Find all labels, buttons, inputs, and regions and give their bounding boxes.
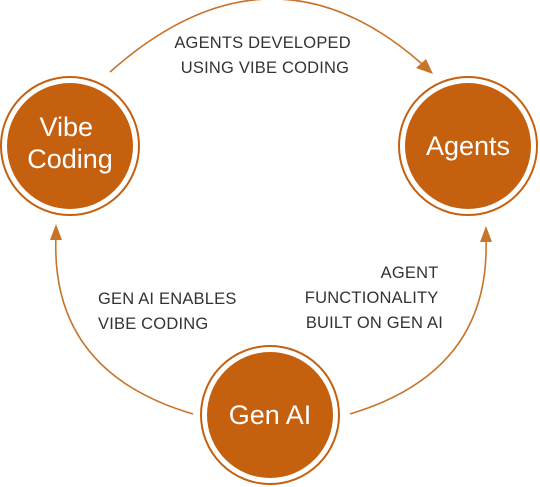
edge-label-genai-to-vibe: GEN AI ENABLES VIBE CODING [98, 290, 241, 333]
node-gen-ai-label: Gen AI [229, 400, 312, 430]
node-agents: Agents [398, 76, 538, 216]
arrow-genai-to-agents [349, 226, 492, 415]
node-vibe-coding: Vibe Coding [0, 76, 140, 216]
arrow-vibe-to-agents-line [109, 0, 423, 73]
arrow-vibe-to-agents-head [416, 59, 433, 74]
arrow-genai-to-vibe-line [55, 235, 194, 415]
arrow-genai-to-agents-head [480, 226, 492, 242]
arrow-vibe-to-agents [109, 0, 433, 74]
node-vibe-coding-label: Vibe Coding [27, 112, 113, 174]
edge-label-vibe-to-agents: AGENTS DEVELOPED USING VIBE CODING [174, 34, 355, 77]
node-gen-ai-fill [207, 352, 333, 478]
edge-label-genai-to-agents: AGENT FUNCTIONALITY BUILT ON GEN AI [305, 264, 443, 332]
arrow-genai-to-vibe-head [50, 224, 62, 240]
node-gen-ai: Gen AI [200, 345, 340, 485]
arrow-genai-to-agents-line [349, 239, 487, 415]
node-agents-label: Agents [426, 131, 510, 161]
node-vibe-coding-fill [7, 83, 133, 209]
arrow-genai-to-vibe [50, 224, 194, 415]
node-agents-fill [405, 83, 531, 209]
